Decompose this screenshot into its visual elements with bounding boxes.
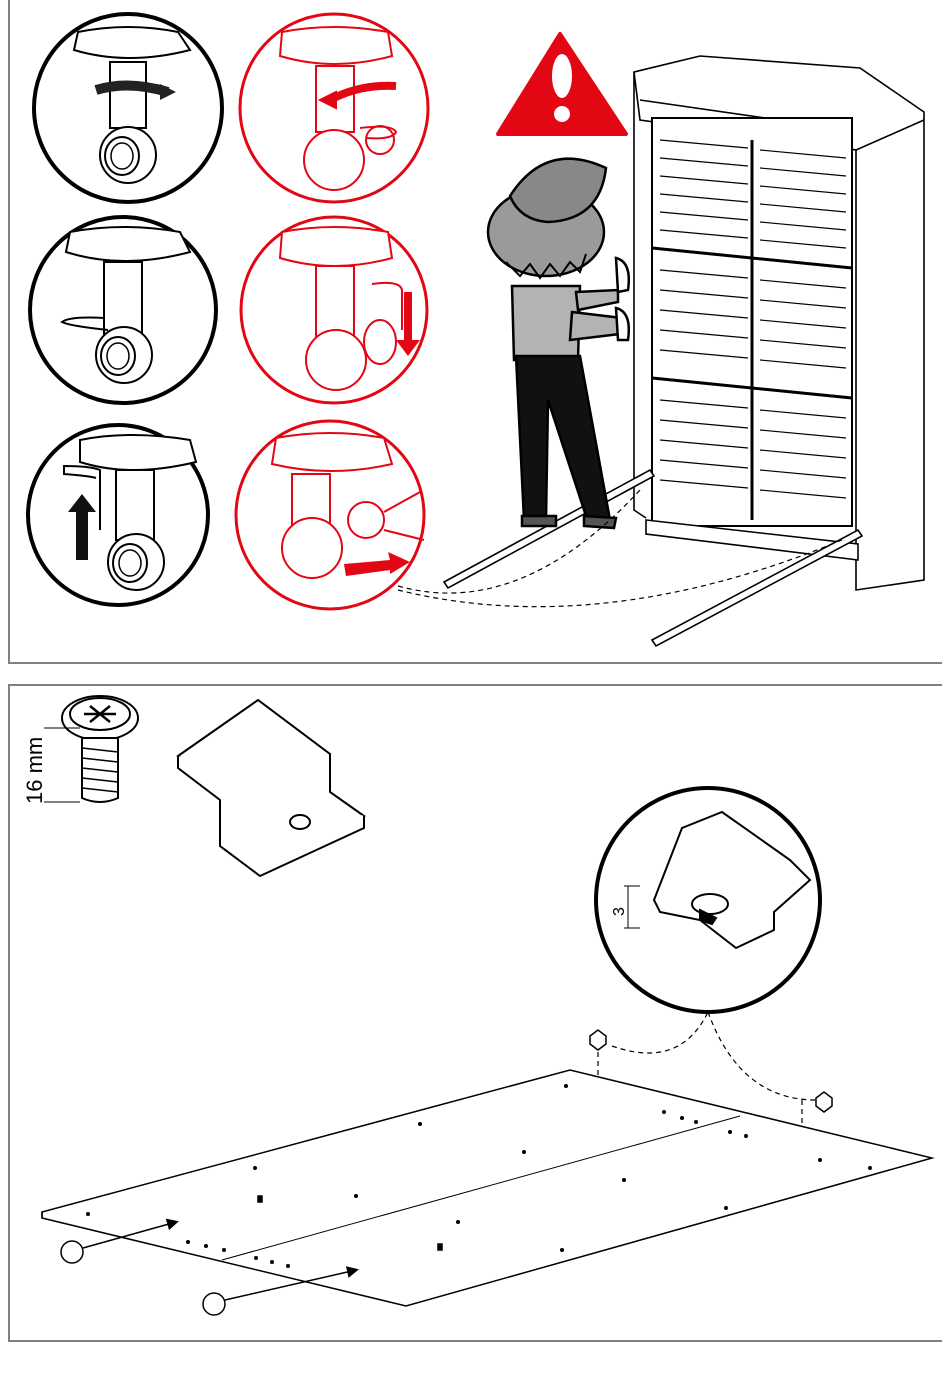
- caster-circle-red-1: [240, 14, 428, 202]
- small-bracket-left: [590, 1030, 606, 1050]
- caster-circle-black-3: [28, 425, 208, 605]
- caster-circle-red-2: [241, 217, 427, 403]
- caster-circle-black-1: [34, 14, 222, 202]
- small-bracket-right: [816, 1092, 832, 1112]
- caster-circle-black-2: [30, 217, 216, 403]
- z-bracket-part: [178, 700, 364, 876]
- support-leg-left: [444, 470, 654, 588]
- screw-part: [44, 696, 138, 802]
- caster-circle-red-3: [236, 421, 424, 609]
- bed-base-panels: [42, 1070, 932, 1306]
- person-figure: [488, 159, 629, 528]
- detail-zoom-circle: [596, 788, 820, 1012]
- warning-triangle-icon: [498, 34, 626, 134]
- screw-length-label: 16 mm: [22, 737, 47, 804]
- detail-gap-label: 3: [611, 907, 628, 916]
